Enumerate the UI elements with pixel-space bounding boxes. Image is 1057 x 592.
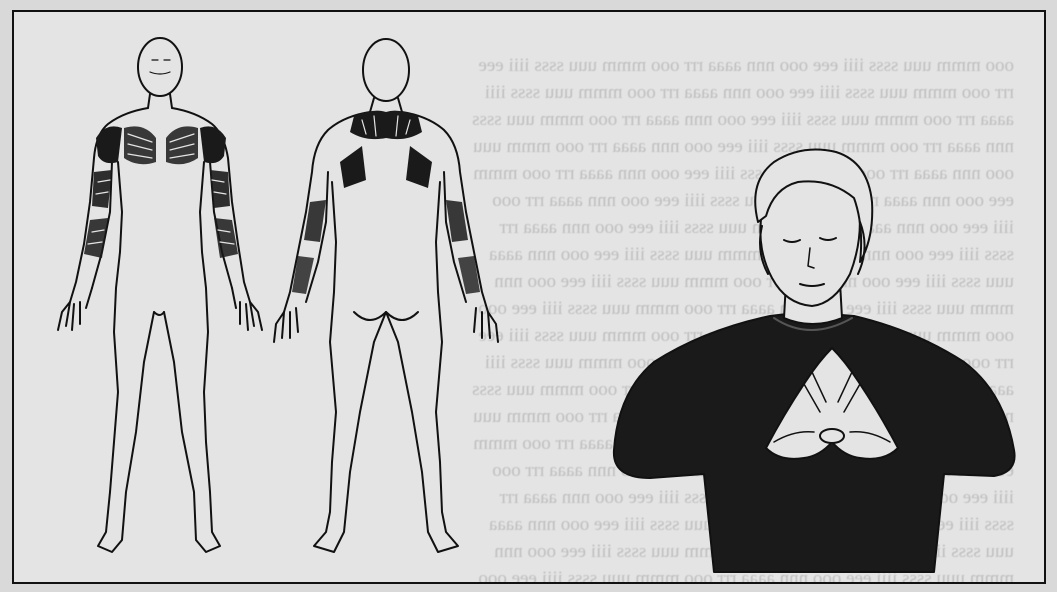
figure-frame: ooo mmm uuu ssss iiii eee ooo nnn aaaa r… xyxy=(12,10,1046,584)
shoulder-shading xyxy=(292,111,480,294)
illustration xyxy=(14,12,1044,582)
back-view-figure xyxy=(274,39,498,552)
prayer-pose-figure xyxy=(614,150,1015,572)
front-view-figure xyxy=(58,38,262,552)
